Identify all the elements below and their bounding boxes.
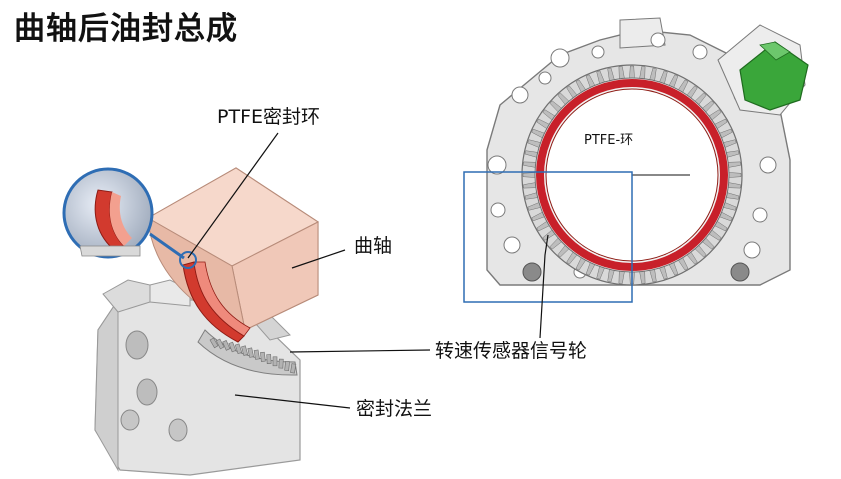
sensor-wheel-gear [197, 329, 298, 376]
page-title: 曲轴后油封总成 [14, 11, 238, 47]
gear-tooth [247, 347, 254, 358]
label-seal-flange: 密封法兰 [356, 398, 433, 420]
label-ptfe-seal: PTFE密封环 [217, 106, 320, 128]
gear-tooth [253, 349, 260, 360]
ptfe-seal-ring [182, 261, 251, 343]
label-sensor-wheel: 转速传感器信号轮 [435, 340, 588, 362]
label-ptfe-ring: PTFE-环 [584, 133, 634, 148]
seal-flange-body [94, 279, 301, 476]
gear-tooth [228, 341, 237, 353]
leader-lines-left [187, 132, 431, 409]
gear-tooth [209, 337, 219, 349]
magnifier-callout [62, 167, 197, 269]
gear-tooth [290, 363, 297, 374]
gear-tooth [284, 360, 290, 371]
gear-tooth [222, 340, 231, 351]
gear-tooth [629, 65, 635, 79]
gear-tooth [266, 354, 272, 364]
sensor-highlight-box [463, 171, 633, 303]
label-crankshaft: 曲轴 [354, 235, 393, 257]
gear-tooth [260, 351, 266, 362]
crankshaft-block [146, 167, 319, 331]
gear-tooth [522, 172, 536, 178]
gear-tooth [241, 345, 249, 356]
sensor-leader-right [539, 234, 549, 339]
gear-tooth [278, 358, 284, 369]
gear-tooth [215, 338, 225, 350]
gear-tooth [234, 343, 243, 355]
speed-sensor [717, 24, 809, 116]
gear-tooth [272, 356, 278, 367]
gear-tooth [728, 172, 742, 178]
